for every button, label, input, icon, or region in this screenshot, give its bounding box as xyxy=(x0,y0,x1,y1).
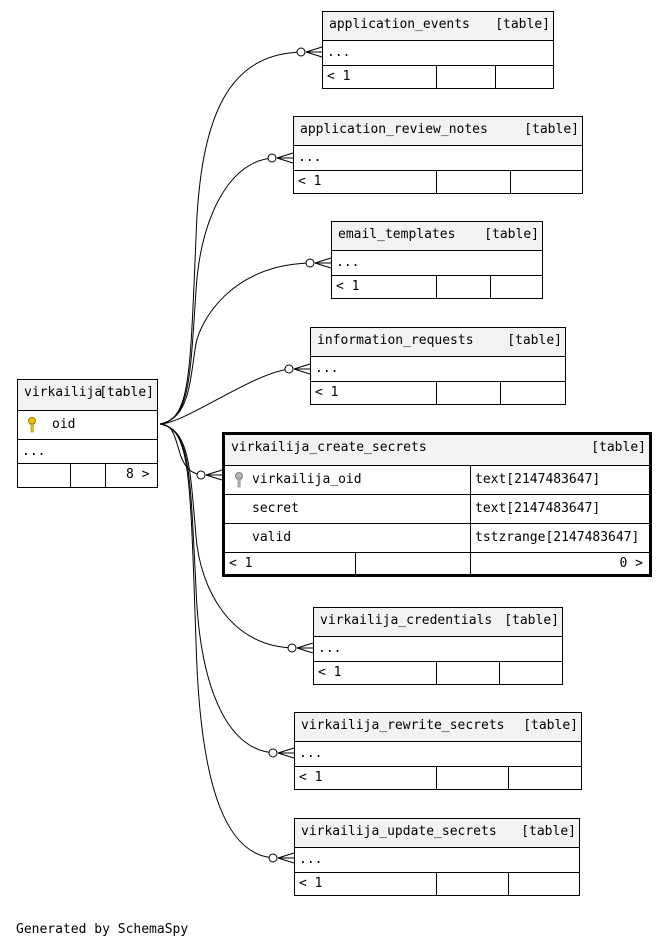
parents-count: < 1 xyxy=(298,174,322,189)
table-footer: < 1 xyxy=(323,66,553,88)
parents-count: < 1 xyxy=(229,556,253,571)
children-count: 8 > xyxy=(126,467,150,482)
more-columns: ... xyxy=(298,150,322,165)
table-header: virkailija_rewrite_secrets [table] xyxy=(295,713,581,742)
more-columns-row: ... xyxy=(295,742,581,767)
table-header: application_events [table] xyxy=(323,12,553,41)
table-header: virkailija_credentials [table] xyxy=(314,608,562,637)
table-virkailija-update-secrets[interactable]: virkailija_update_secrets [table] ... < … xyxy=(294,818,580,896)
table-information-requests[interactable]: information_requests [table] ... < 1 xyxy=(310,327,566,405)
table-header: email_templates [table] xyxy=(332,222,542,251)
table-application-review-notes[interactable]: application_review_notes [table] ... < 1 xyxy=(293,116,583,194)
parents-count: < 1 xyxy=(299,876,323,891)
foreign-key-icon xyxy=(235,472,243,488)
table-virkailija-credentials[interactable]: virkailija_credentials [table] ... < 1 xyxy=(313,607,563,685)
table-header: information_requests [table] xyxy=(311,328,565,357)
parents-count: < 1 xyxy=(336,279,360,294)
more-columns-row: ... xyxy=(311,357,565,382)
edge-to-virkailija-credentials xyxy=(159,423,314,654)
table-virkailija-rewrite-secrets[interactable]: virkailija_rewrite_secrets [table] ... <… xyxy=(294,712,582,790)
table-header: virkailija [table] xyxy=(18,380,157,411)
table-application-events[interactable]: application_events [table] ... < 1 xyxy=(322,11,554,89)
more-columns-row: ... xyxy=(323,41,553,66)
table-virkailija[interactable]: virkailija [table] oid ... 8 > xyxy=(17,379,158,488)
column-type: text[2147483647] xyxy=(475,501,601,516)
more-columns: ... xyxy=(336,255,360,270)
parents-count: < 1 xyxy=(299,770,323,785)
column-row: secret text[2147483647] xyxy=(225,495,649,524)
more-columns-row: ... xyxy=(18,440,157,464)
table-tag: [table] xyxy=(591,440,646,455)
edge-to-information-requests xyxy=(159,363,311,425)
more-columns: ... xyxy=(315,361,339,376)
edge-to-virkailija-create-secrets xyxy=(159,423,223,481)
edge-to-application-review-notes xyxy=(159,152,294,425)
table-name: application_events xyxy=(329,17,470,32)
column-row: virkailija_oid text[2147483647] xyxy=(225,466,649,495)
column-row: valid tstzrange[2147483647] xyxy=(225,524,649,553)
edge-to-email-templates xyxy=(159,257,332,425)
column-type: text[2147483647] xyxy=(475,472,601,487)
table-tag: [table] xyxy=(507,333,562,348)
more-columns: ... xyxy=(318,641,342,656)
table-footer: < 1 xyxy=(332,276,542,298)
table-name: virkailija xyxy=(24,385,103,400)
parents-count: < 1 xyxy=(318,665,342,680)
primary-key-row: oid xyxy=(18,411,157,440)
parents-count: < 1 xyxy=(327,69,351,84)
table-footer: < 1 xyxy=(311,382,565,404)
table-tag: [table] xyxy=(521,824,576,839)
column-type: tstzrange[2147483647] xyxy=(475,530,640,545)
column-name: secret xyxy=(252,501,299,516)
generator-credit: Generated by SchemaSpy xyxy=(16,922,189,937)
table-name: virkailija_rewrite_secrets xyxy=(301,718,505,733)
edge-to-application-events xyxy=(159,46,323,425)
table-tag: [table] xyxy=(495,17,550,32)
table-email-templates[interactable]: email_templates [table] ... < 1 xyxy=(331,221,543,299)
table-virkailija-create-secrets[interactable]: virkailija_create_secrets [table] virkai… xyxy=(222,432,652,577)
edge-to-virkailija-update-secrets xyxy=(159,423,295,864)
table-name: application_review_notes xyxy=(300,122,488,137)
more-columns: ... xyxy=(22,444,46,459)
table-header: application_review_notes [table] xyxy=(294,117,582,146)
parents-count: < 1 xyxy=(315,385,339,400)
table-footer: < 1 xyxy=(295,767,581,789)
table-name: virkailija_update_secrets xyxy=(301,824,497,839)
table-name: email_templates xyxy=(338,227,456,242)
key-icon xyxy=(28,417,36,433)
table-footer: < 1 0 > xyxy=(225,553,649,576)
table-name: information_requests xyxy=(317,333,474,348)
edge-to-virkailija-rewrite-secrets xyxy=(159,423,295,759)
table-tag: [table] xyxy=(523,718,578,733)
table-header: virkailija_create_secrets [table] xyxy=(225,435,649,466)
column-name: valid xyxy=(252,530,292,545)
more-columns: ... xyxy=(327,45,351,60)
column-name: virkailija_oid xyxy=(252,472,362,487)
table-tag: [table] xyxy=(484,227,539,242)
children-count: 0 > xyxy=(619,556,643,571)
table-name: virkailija_create_secrets xyxy=(231,440,427,455)
table-tag: [table] xyxy=(504,613,559,628)
table-footer: < 1 xyxy=(294,171,582,193)
more-columns-row: ... xyxy=(332,251,542,276)
more-columns: ... xyxy=(299,852,323,867)
more-columns: ... xyxy=(299,746,323,761)
more-columns-row: ... xyxy=(295,848,579,873)
table-name: virkailija_credentials xyxy=(320,613,493,628)
table-footer: < 1 xyxy=(314,662,562,684)
table-header: virkailija_update_secrets [table] xyxy=(295,819,579,848)
column-name: oid xyxy=(52,417,76,432)
table-footer: 8 > xyxy=(18,464,157,487)
table-tag: [table] xyxy=(99,385,154,400)
table-tag: [table] xyxy=(524,122,579,137)
more-columns-row: ... xyxy=(294,146,582,171)
more-columns-row: ... xyxy=(314,637,562,662)
table-footer: < 1 xyxy=(295,873,579,895)
